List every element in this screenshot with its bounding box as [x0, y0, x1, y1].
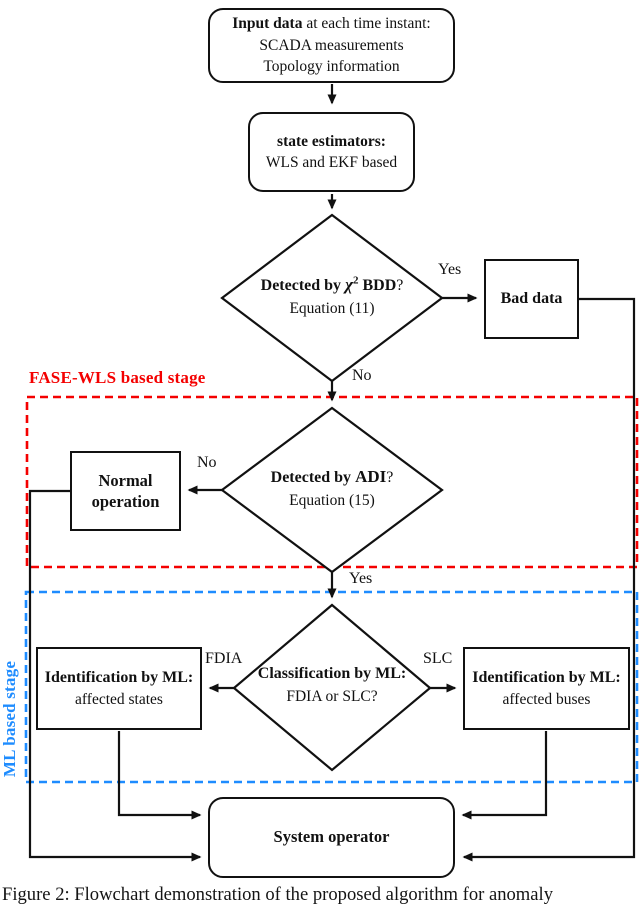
edges [28, 84, 636, 862]
bdd-line2: Equation (11) [289, 299, 375, 317]
estimators-line2: WLS and EKF based [265, 154, 398, 171]
edge-label-yes-adi: Yes [349, 570, 373, 587]
identification-states-node: Identification by ML: affected states [36, 647, 202, 730]
bad-data-node: Bad data [484, 259, 579, 339]
ident-states-line1: Identification by ML: [44, 668, 194, 686]
ident-buses-line1: Identification by ML: [472, 668, 621, 686]
ident-buses-line2: affected buses [502, 690, 591, 708]
classify-line2: FDIA or SLC? [286, 687, 378, 705]
adi-line2: Equation (15) [289, 491, 375, 509]
input-line2: SCADA measurements [259, 36, 404, 54]
edge-label-yes-bdd: Yes [438, 261, 462, 278]
classify-diamond-text: Classification by ML: FDIA or SLC? [222, 663, 442, 708]
edge-label-fdia: FDIA [205, 650, 243, 667]
classify-line1: Classification by ML: [257, 665, 407, 682]
ml-stage-label: ML based stage [0, 660, 19, 778]
state-estimators-node: state estimators: WLS and EKF based [248, 112, 415, 192]
edge-label-no-bdd: No [352, 367, 372, 384]
edge-label-slc: SLC [423, 650, 453, 667]
system-operator-node: System operator [208, 797, 455, 878]
normal-operation-node: Normal operation [70, 451, 181, 531]
normal-line2: operation [91, 492, 160, 511]
input-line3: Topology information [263, 58, 400, 76]
bdd-diamond-text: Detected by χ2 BDD? Equation (11) [212, 273, 452, 320]
identification-buses-node: Identification by ML: affected buses [463, 647, 630, 730]
bdd-diamond-shape [220, 213, 444, 383]
adi-diamond-text: Detected by ADI? Equation (15) [222, 465, 442, 512]
adi-diamond-shape [220, 406, 444, 574]
ident-states-line2: affected states [75, 690, 163, 708]
system-operator-label: System operator [273, 827, 390, 847]
fase-stage-label: FASE-WLS based stage [29, 368, 206, 387]
estimators-line1: state estimators: [277, 132, 386, 150]
adi-line1: Detected by ADI? [270, 467, 394, 486]
edge-label-no-adi: No [197, 454, 217, 471]
figure-caption: Figure 2: Flowchart demonstration of the… [2, 884, 553, 905]
input-line1: Input data at each time instant: [232, 15, 431, 33]
input-data-node: Input data at each time instant: SCADA m… [208, 8, 455, 83]
bdd-line1: Detected by χ2 BDD? [260, 274, 404, 294]
bad-data-label: Bad data [500, 289, 563, 307]
chi-symbol: χ [345, 275, 353, 294]
normal-line1: Normal [98, 470, 153, 490]
classify-diamond-shape [232, 603, 432, 772]
